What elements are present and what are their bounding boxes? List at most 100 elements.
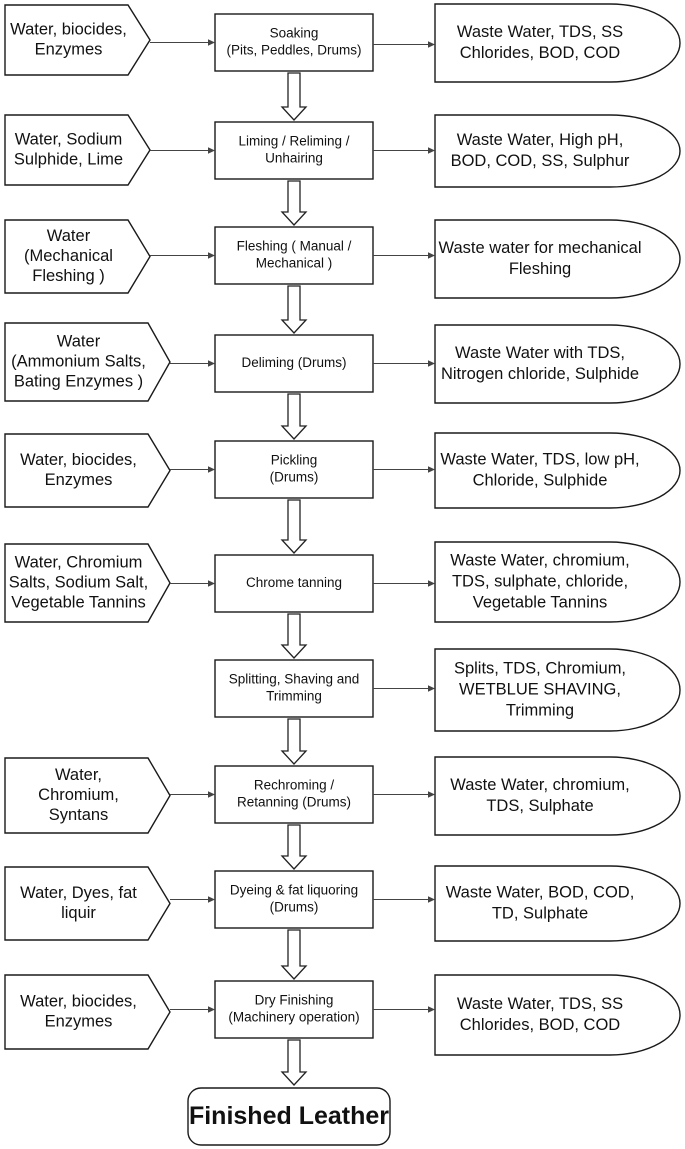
output-text-line: Waste Water, High pH, xyxy=(457,131,624,149)
input-text-line: Water xyxy=(47,227,91,245)
flow-down-arrow xyxy=(280,1039,308,1086)
process-row: Water, biocides,Enzymes Pickling(Drums) Wa… xyxy=(4,432,681,509)
step-text-line: (Pits, Peddles, Drums) xyxy=(226,43,361,58)
output-arrow xyxy=(373,791,435,798)
flow-down-arrow xyxy=(280,180,308,226)
output-arrow xyxy=(373,580,435,587)
flow-down-arrow xyxy=(280,499,308,554)
process-row: Water, Chromium, Syntans Rechroming / Retann… xyxy=(4,756,681,836)
output-text-line: Vegetable Tannins xyxy=(473,593,608,611)
output-arrow xyxy=(373,147,435,154)
step-text-line: Dry Finishing xyxy=(255,993,334,1008)
flow-down-arrow xyxy=(280,718,308,765)
input-text-line: liquir xyxy=(61,904,96,922)
output-text-line: Waste Water, chromium, xyxy=(450,776,629,794)
input-text-line: Water, Dyes, fat xyxy=(20,884,137,902)
output-text-line: Nitrogen chloride, Sulphide xyxy=(441,365,639,383)
step-text-line: Retanning (Drums) xyxy=(237,795,351,810)
final-label: Finished Leather xyxy=(189,1102,389,1130)
output-text-line: Trimming xyxy=(506,701,574,719)
output-text-line: Waste water for mechanical xyxy=(439,239,642,257)
output-arrow xyxy=(373,685,435,692)
input-text-line: Chromium, xyxy=(38,786,119,804)
step-text-line: Pickling xyxy=(271,453,318,468)
input-text-line: Water, Sodium xyxy=(15,130,123,148)
output-text-line: WETBLUE SHAVING, xyxy=(459,680,621,698)
input-text-line: Water, biocides, xyxy=(10,20,127,38)
step-text-line: Fleshing ( Manual / xyxy=(237,239,352,254)
input-text-line: Water, xyxy=(55,766,102,784)
finished-leather-node: Finished Leather xyxy=(187,1087,391,1146)
output-text-line: Splits, TDS, Chromium, xyxy=(454,659,626,677)
input-text-line: Salts, Sodium Salt, xyxy=(9,573,148,591)
input-text-line: (Mechanical xyxy=(24,247,113,265)
output-node: Waste Water with TDS,Nitrogen chloride, … xyxy=(434,324,681,404)
input-node: Water, biocides,Enzymes xyxy=(4,433,171,508)
input-text-line: Water xyxy=(57,332,101,350)
output-arrow xyxy=(373,360,435,367)
step-text-line: Dyeing & fat liquoring xyxy=(230,883,358,898)
input-text-line: Enzymes xyxy=(45,1012,113,1030)
output-text-line: Waste Water, TDS, low pH, xyxy=(440,450,639,468)
step-text-line: (Machinery operation) xyxy=(228,1010,359,1025)
process-step: Pickling(Drums) xyxy=(214,440,374,499)
step-text-line: Trimming xyxy=(266,689,322,704)
step-text-line: Rechroming / xyxy=(254,778,335,793)
step-text-line: Deliming (Drums) xyxy=(241,355,346,370)
output-arrow xyxy=(373,252,435,259)
output-text-line: Waste Water, chromium, xyxy=(450,551,629,569)
output-arrow xyxy=(373,1006,435,1013)
output-node: Waste Water, High pH, BOD, COD, SS, Sulph… xyxy=(434,114,681,188)
step-text-line: Splitting, Shaving and xyxy=(229,672,360,687)
process-step: Liming / Reliming /Unhairing xyxy=(214,121,374,180)
output-text-line: Waste Water, BOD, COD, xyxy=(446,883,635,901)
flow-down-arrow xyxy=(280,393,308,440)
process-row: Water, biocides, Enzymes Soaking (Pits, Ped… xyxy=(4,3,681,83)
input-arrow xyxy=(150,252,215,259)
input-arrow xyxy=(170,466,215,473)
flow-down-arrow xyxy=(280,613,308,659)
flow-down-arrow xyxy=(280,285,308,334)
output-text-line: BOD, COD, SS, Sulphur xyxy=(451,152,630,170)
input-text-line: (Ammonium Salts, xyxy=(11,352,146,370)
process-step: Chrome tanning xyxy=(214,554,374,613)
input-arrow xyxy=(170,580,215,587)
process-step: Rechroming / Retanning (Drums) xyxy=(214,765,374,824)
input-text-line: Syntans xyxy=(49,806,109,824)
step-text-line: Soaking xyxy=(270,26,319,41)
input-arrow xyxy=(150,39,215,46)
input-node: Water, biocides, Enzymes xyxy=(4,4,151,76)
input-text-line: Water, biocides, xyxy=(20,451,137,469)
output-arrow xyxy=(373,466,435,473)
input-node: Water, Dyes, fat liquir xyxy=(4,866,171,941)
input-node: Water (Ammonium Salts, Bating Enzymes ) xyxy=(4,322,171,402)
flow-down-arrow xyxy=(280,72,308,121)
input-arrow xyxy=(170,791,215,798)
output-node: Waste Water, TDS, low pH,Chloride, Sulph… xyxy=(434,432,681,509)
step-text-line: Chrome tanning xyxy=(246,575,342,590)
output-text-line: Chlorides, BOD, COD xyxy=(460,1016,621,1034)
flow-down-arrow xyxy=(280,929,308,980)
input-text-line: Enzymes xyxy=(35,40,103,58)
process-row: Water (Ammonium Salts, Bating Enzymes ) Del… xyxy=(4,322,681,404)
output-node: Waste Water, chromium,TDS, sulphate, chl… xyxy=(434,541,681,623)
step-text-line: (Drums) xyxy=(270,900,319,915)
step-text-line: Mechanical ) xyxy=(256,256,333,271)
input-text-line: Sulphide, Lime xyxy=(14,150,123,168)
step-text-line: Liming / Reliming / xyxy=(238,134,349,149)
output-node: Waste Water, BOD, COD, TD, Sulphate xyxy=(434,865,681,942)
input-text-line: Bating Enzymes ) xyxy=(14,372,143,390)
output-text-line: TD, Sulphate xyxy=(492,904,588,922)
process-step: Soaking (Pits, Peddles, Drums) xyxy=(214,13,374,72)
